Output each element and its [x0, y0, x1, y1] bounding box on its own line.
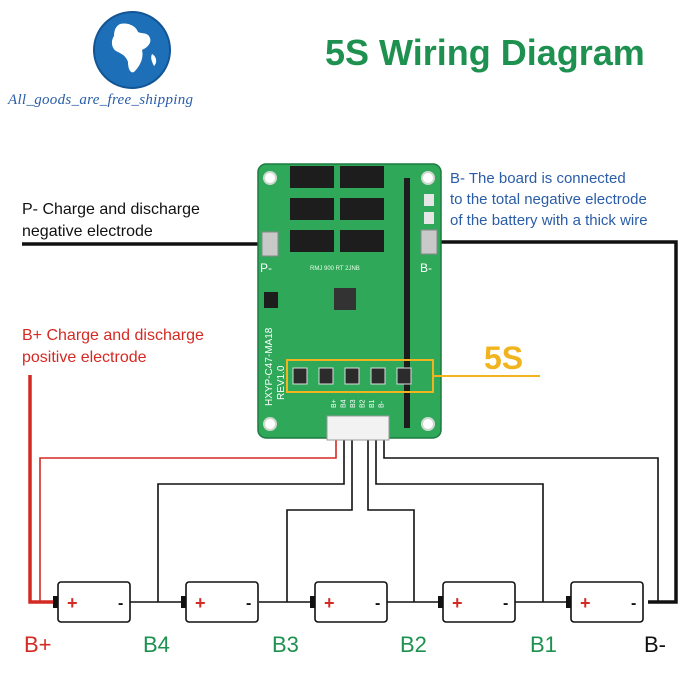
- terminal-labels: B+ B4 B3 B2 B1 B-: [24, 632, 666, 657]
- battery-terminal-cap: [53, 596, 58, 608]
- balance-connector: [326, 415, 390, 441]
- smd-part: [424, 194, 434, 206]
- balance-wire-b4: [157, 440, 345, 602]
- battery-cell: +-: [438, 581, 516, 623]
- balance-resistor-row: [292, 367, 412, 385]
- p-minus-label-line-1: P- Charge and discharge: [22, 201, 200, 218]
- b-minus-note-line-1: B- The board is connected: [450, 170, 626, 187]
- b-plus-label-line-2: positive electrode: [22, 349, 147, 366]
- balance-wire-b-plus: [39, 440, 337, 602]
- p-minus-pad: [261, 231, 279, 257]
- battery-cell: +-: [53, 581, 131, 623]
- chip-label: RMJ 900 RT 2JNB: [310, 266, 360, 272]
- battery-terminal-cap: [566, 596, 571, 608]
- mosfet-array: [290, 166, 384, 252]
- control-chip: [334, 288, 356, 310]
- diagram-title: 5S Wiring Diagram: [325, 32, 645, 73]
- battery-positive-sign: +: [452, 593, 463, 613]
- smd-part: [424, 212, 434, 224]
- terminal-label-b2: B2: [400, 632, 427, 657]
- current-shunt: [404, 178, 410, 428]
- battery-positive-sign: +: [580, 593, 591, 613]
- connector-pin-label: B3: [350, 399, 357, 408]
- diode: [264, 292, 278, 308]
- b-plus-label-line-1: B+ Charge and discharge: [22, 327, 204, 344]
- battery-cell: +-: [310, 581, 388, 623]
- connector-pin-label: B-: [379, 400, 386, 408]
- connector-pin-label: B+: [331, 399, 338, 408]
- battery-negative-sign: -: [118, 595, 123, 612]
- connector-pin-label: B4: [341, 399, 348, 408]
- battery-terminal-cap: [310, 596, 315, 608]
- battery-cell: +-: [181, 581, 259, 623]
- b-minus-note-line-3: of the battery with a thick wire: [450, 212, 648, 229]
- pad-b-label: B-: [420, 261, 432, 275]
- p-minus-label: P- Charge and discharge negative electro…: [22, 199, 200, 243]
- battery-positive-sign: +: [195, 593, 206, 613]
- pad-p-label: P-: [260, 261, 272, 275]
- cell-count-label: 5S: [484, 340, 524, 376]
- mounting-hole: [263, 417, 277, 431]
- battery-negative-sign: -: [246, 595, 251, 612]
- connector-pin-label: B1: [369, 399, 376, 408]
- terminal-label-bminus: B-: [644, 632, 666, 657]
- board-revision: REV1.0: [276, 365, 287, 400]
- battery-negative-sign: -: [375, 595, 380, 612]
- battery-positive-sign: +: [67, 593, 78, 613]
- battery-negative-sign: -: [631, 595, 636, 612]
- logo: [93, 11, 171, 89]
- mounting-hole: [421, 171, 435, 185]
- balance-wire-b2: [367, 440, 415, 602]
- battery-positive-sign: +: [324, 593, 335, 613]
- mounting-hole: [263, 171, 277, 185]
- mounting-hole: [421, 417, 435, 431]
- terminal-label-b1: B1: [530, 632, 557, 657]
- p-minus-label-line-2: negative electrode: [22, 223, 153, 240]
- balance-wire-b1: [375, 440, 544, 602]
- b-minus-note-line-2: to the total negative electrode: [450, 191, 647, 208]
- battery-negative-sign: -: [503, 595, 508, 612]
- balance-wire-b-minus: [383, 440, 659, 602]
- balance-wire-b3: [286, 440, 353, 602]
- b-minus-main-wire: [428, 240, 678, 604]
- bms-board: P- B- RMJ 900 RT 2JNB HXYP-C47-MA18 REV1…: [257, 163, 540, 441]
- battery-cell: +-: [566, 581, 644, 623]
- battery-terminal-cap: [181, 596, 186, 608]
- logo-caption: All_goods_are_free_shipping: [8, 92, 194, 108]
- globe-icon: [93, 11, 171, 89]
- terminal-label-b4: B4: [143, 632, 170, 657]
- board-model: HXYP-C47-MA18: [264, 327, 275, 406]
- b-plus-main-wire: [28, 375, 58, 604]
- battery-terminal-cap: [438, 596, 443, 608]
- terminal-label-b3: B3: [272, 632, 299, 657]
- connector-pin-label: B2: [360, 399, 367, 408]
- b-plus-label: B+ Charge and discharge positive electro…: [22, 325, 204, 369]
- battery-string: +-+-+-+-+-: [53, 581, 644, 623]
- terminal-label-bplus: B+: [24, 632, 52, 657]
- b-minus-note: B- The board is connected to the total n…: [450, 168, 648, 231]
- b-minus-pad: [420, 229, 438, 255]
